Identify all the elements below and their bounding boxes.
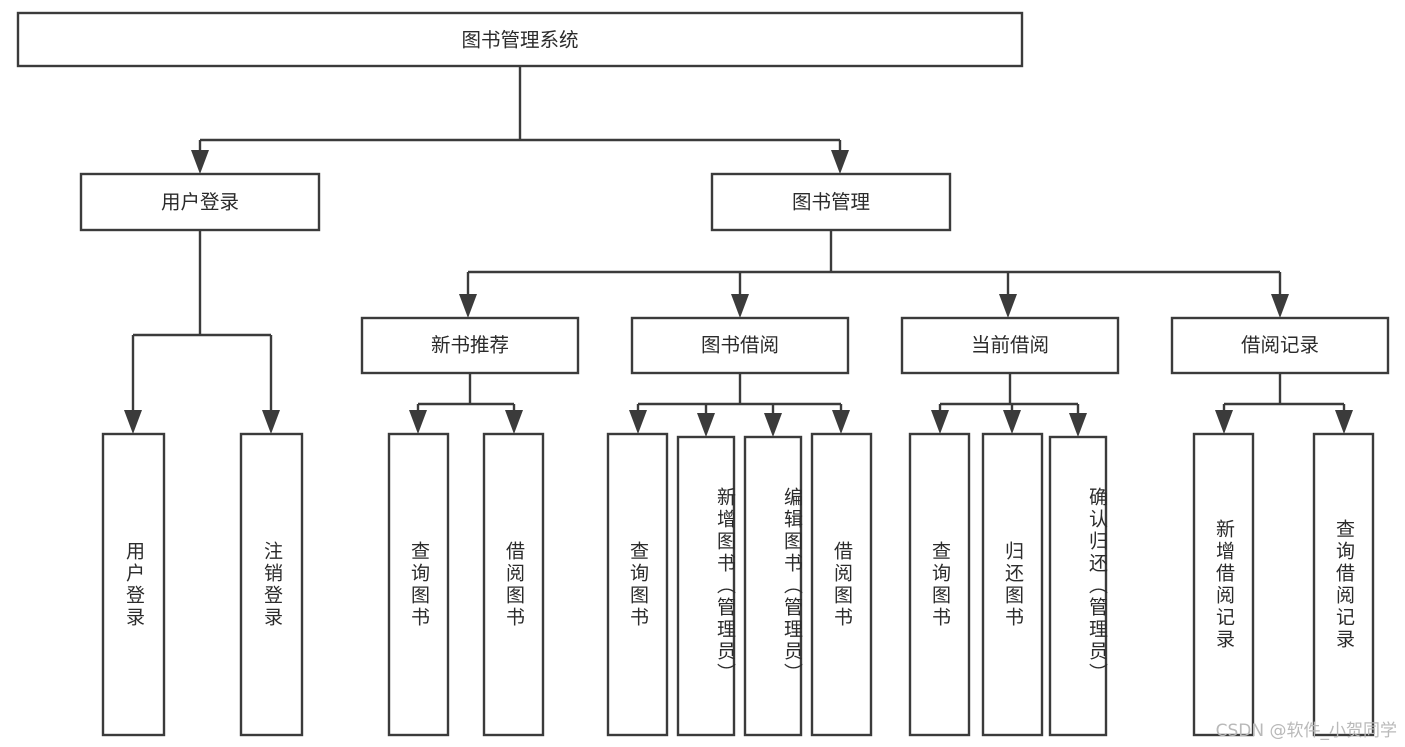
arrow-head-icon (459, 294, 477, 318)
node-root-box[interactable] (16, 11, 1024, 68)
leaf-box-user-login[interactable] (101, 432, 166, 737)
leaf-box-borrow-book-1[interactable] (482, 432, 545, 737)
leaf-box-add-borrow-record[interactable] (1192, 432, 1255, 737)
connector-group-book-manage (459, 230, 1289, 318)
connector-group-borrow-record (1215, 373, 1353, 434)
arrow-head-icon (505, 410, 523, 434)
node-borrow-record[interactable]: 借阅记录 (1170, 316, 1390, 375)
arrow-head-icon (1335, 410, 1353, 434)
connector-group-current-borrow (931, 373, 1087, 437)
arrow-head-icon (697, 413, 715, 437)
leaf-box-return-book[interactable] (981, 432, 1044, 737)
node-book-manage-label: 图书管理 (792, 191, 870, 214)
arrow-head-icon (999, 294, 1017, 318)
connector-group-root (191, 66, 849, 174)
node-book-borrow[interactable]: 图书借阅 (630, 316, 850, 375)
leaf-box-query-book-1[interactable] (387, 432, 450, 737)
leaf-box-confirm-return-admin[interactable] (1048, 435, 1108, 737)
node-new-book-recommend[interactable]: 新书推荐 (360, 316, 580, 375)
node-user-login[interactable]: 用户登录 (79, 172, 321, 232)
arrow-head-icon (831, 150, 849, 174)
node-root-label: 图书管理系统 (461, 29, 578, 52)
arrow-head-icon (764, 413, 782, 437)
node-current-borrow-box[interactable] (900, 316, 1120, 375)
node-book-borrow-box[interactable] (630, 316, 850, 375)
csdn-watermark: CSDN @软件_小贺同学 (1215, 721, 1397, 741)
leaf-box-borrow-book-2[interactable] (810, 432, 873, 737)
node-user-login-box[interactable] (79, 172, 321, 232)
arrow-head-icon (124, 410, 142, 434)
node-user-login-label: 用户登录 (161, 191, 239, 214)
node-borrow-record-label: 借阅记录 (1241, 334, 1319, 357)
arrow-head-icon (262, 410, 280, 434)
leaf-box-add-book-admin[interactable] (676, 435, 736, 737)
connector-group-book-borrow (629, 373, 850, 437)
node-new-book-recommend-label: 新书推荐 (431, 334, 509, 357)
node-book-manage-box[interactable] (710, 172, 952, 232)
connector-group-user-login (124, 230, 280, 434)
node-borrow-record-box[interactable] (1170, 316, 1390, 375)
node-current-borrow-label: 当前借阅 (971, 334, 1049, 357)
node-root[interactable]: 图书管理系统 (16, 11, 1024, 68)
arrow-head-icon (409, 410, 427, 434)
node-current-borrow[interactable]: 当前借阅 (900, 316, 1120, 375)
arrow-head-icon (832, 410, 850, 434)
arrow-head-icon (1003, 410, 1021, 434)
arrow-head-icon (731, 294, 749, 318)
leaf-box-edit-book-admin[interactable] (743, 435, 803, 737)
node-new-book-recommend-box[interactable] (360, 316, 580, 375)
leaf-box-logout[interactable] (239, 432, 304, 737)
arrow-head-icon (629, 410, 647, 434)
connector-group-new-book (409, 373, 523, 434)
arrow-head-icon (1215, 410, 1233, 434)
node-book-borrow-label: 图书借阅 (701, 334, 779, 357)
leaf-box-query-book-3[interactable] (908, 432, 971, 737)
arrow-head-icon (191, 150, 209, 174)
node-book-manage[interactable]: 图书管理 (710, 172, 952, 232)
arrow-head-icon (1271, 294, 1289, 318)
leaf-box-query-book-2[interactable] (606, 432, 669, 737)
arrow-head-icon (931, 410, 949, 434)
leaf-box-query-borrow-record[interactable] (1312, 432, 1375, 737)
arrow-head-icon (1069, 413, 1087, 437)
